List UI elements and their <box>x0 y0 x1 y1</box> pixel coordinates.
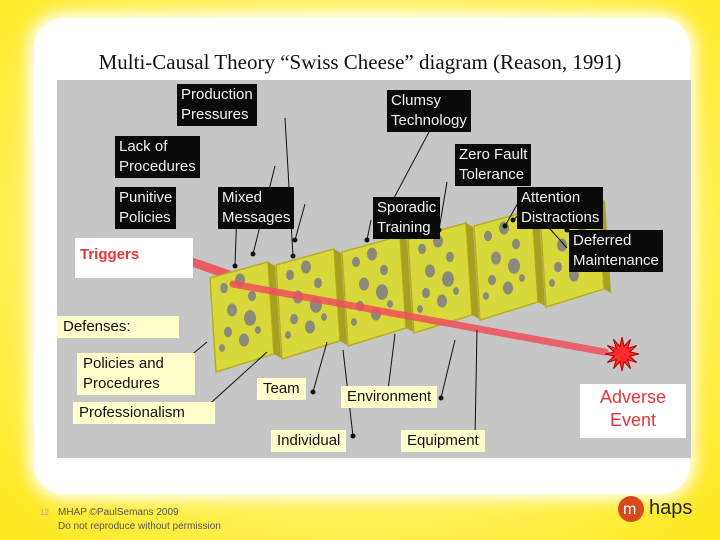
cheese-hole <box>219 344 225 352</box>
cheese-hole <box>425 264 435 278</box>
slide-title: Multi-Causal Theory “Swiss Cheese” diagr… <box>98 50 622 74</box>
label-professionalism: Professionalism <box>73 402 215 424</box>
cheese-hole <box>285 331 291 339</box>
cheese-hole <box>446 251 454 263</box>
cheese-hole <box>554 261 562 273</box>
cheese-slice-edge <box>532 210 545 306</box>
label-mixed-messages: Mixed Messages <box>218 187 295 229</box>
cheese-hole <box>503 281 513 295</box>
cheese-hole <box>512 238 520 250</box>
cheese-hole <box>359 277 369 291</box>
cheese-hole <box>442 271 454 287</box>
cheese-hole <box>549 279 555 287</box>
cheese-slice-edge <box>268 262 281 358</box>
label-adverse-event: Adverse Event <box>580 384 686 438</box>
pointer-dot <box>364 237 370 243</box>
cheese-hole <box>376 284 388 300</box>
adverse-event-burst <box>604 336 640 372</box>
pointer-dot <box>250 251 256 257</box>
footer-notice-line: Do not reproduce without permission <box>58 521 221 532</box>
pointer-line <box>366 219 372 241</box>
accident-trajectory <box>229 280 609 356</box>
cheese-hole <box>453 287 459 295</box>
cheese-hole <box>321 313 327 321</box>
cheese-hole <box>519 274 525 282</box>
pointer-line <box>474 329 478 439</box>
pointer-dot <box>292 237 298 243</box>
label-deferred-maintenance: Deferred Maintenance <box>569 230 663 272</box>
cheese-hole <box>301 260 311 274</box>
pointer-line <box>440 339 456 399</box>
label-zero-fault-tolerance: Zero Fault Tolerance <box>455 144 532 186</box>
label-lack-of-procedures: Lack of Procedures <box>115 136 200 178</box>
pointer-dot <box>350 433 356 439</box>
label-equipment: Equipment <box>401 430 485 452</box>
cheese-hole <box>255 326 261 334</box>
logo-text: haps <box>649 497 693 519</box>
label-triggers: Triggers <box>75 238 193 278</box>
cheese-hole <box>351 318 357 326</box>
pointer-line <box>438 181 448 231</box>
cheese-hole <box>290 313 298 325</box>
cheese-hole <box>483 292 489 300</box>
swiss-cheese-diagram: Production Pressures Clumsy Technology L… <box>57 80 691 458</box>
label-clumsy-technology: Clumsy Technology <box>387 90 471 132</box>
pointer-line <box>312 341 328 393</box>
label-production-pressures: Production Pressures <box>177 84 257 126</box>
cheese-slice-edge <box>466 223 479 319</box>
cheese-hole <box>422 287 430 299</box>
cheese-hole <box>314 277 322 289</box>
cheese-hole <box>239 333 249 347</box>
cheese-hole <box>484 230 492 242</box>
cheese-hole <box>508 258 520 274</box>
cheese-hole <box>488 274 496 286</box>
cheese-hole <box>367 247 377 261</box>
pointer-line <box>294 203 306 241</box>
footer-copyright-line: MHAP ©PaulSemans 2009 <box>58 507 179 518</box>
cheese-hole <box>248 290 256 302</box>
label-punitive-policies: Punitive Policies <box>115 187 177 229</box>
cheese-hole <box>387 300 393 308</box>
cheese-hole <box>418 243 426 255</box>
cheese-slice-edge <box>400 236 413 332</box>
page-number: 12 <box>40 508 49 517</box>
cheese-hole <box>244 310 256 326</box>
label-team: Team <box>257 378 306 400</box>
cheese-hole <box>417 305 423 313</box>
cheese-hole <box>286 269 294 281</box>
cheese-hole <box>227 303 237 317</box>
pointer-dot <box>510 217 516 223</box>
cheese-hole <box>557 238 567 252</box>
label-individual: Individual <box>271 430 347 452</box>
label-sporadic-training: Sporadic Training <box>373 197 441 239</box>
mhaps-logo: m <box>618 496 644 522</box>
pointer-dot <box>232 263 238 269</box>
cheese-hole <box>437 294 447 308</box>
cheese-hole <box>224 326 232 338</box>
pointer-dot <box>310 389 316 395</box>
label-attention-distractions: Attention Distractions <box>517 187 604 229</box>
label-environment: Environment <box>341 386 438 408</box>
pointer-dot <box>290 253 296 259</box>
logo-letter: m <box>623 501 636 518</box>
footer-copyright: MHAP ©PaulSemans 2009 Do not reproduce w… <box>58 506 221 534</box>
label-defenses: Defenses: <box>57 316 179 338</box>
cheese-hole <box>220 282 228 294</box>
pointer-dot <box>438 395 444 401</box>
label-policies-and-procedures: Policies and Procedures <box>77 353 195 395</box>
cheese-slice-edge <box>334 249 347 345</box>
pointer-dot <box>502 223 508 229</box>
pointer-line <box>202 351 268 411</box>
cheese-hole <box>352 256 360 268</box>
cheese-hole <box>305 320 315 334</box>
cheese-hole <box>491 251 501 265</box>
cheese-hole <box>380 264 388 276</box>
logo-circle <box>618 496 644 522</box>
